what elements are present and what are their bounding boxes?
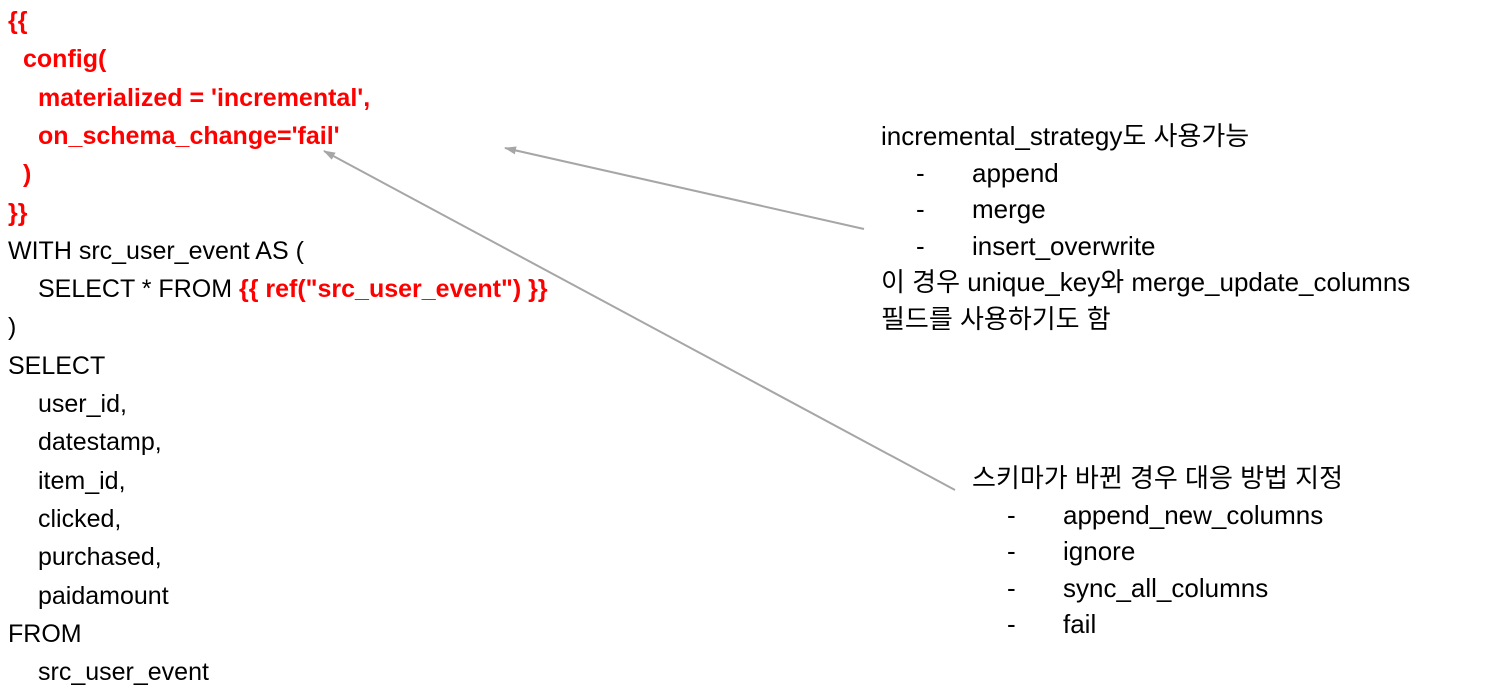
list-dash: - [1007, 536, 1016, 566]
schema-option-append-new-columns: append_new_columns [1063, 499, 1324, 530]
list-dash: - [916, 194, 925, 224]
code-highlight-segment: config( [23, 45, 107, 74]
incremental-option-append: append [972, 157, 1059, 188]
code-segment: item_id, [38, 466, 126, 495]
list-dash: - [916, 157, 925, 188]
code-segment: WITH src_user_event AS ( [8, 236, 304, 265]
code-line: on_schema_change='fail' [38, 117, 340, 155]
schema-option-fail: fail [1063, 609, 1097, 639]
code-line: materialized = 'incremental', [38, 79, 370, 117]
code-segment: SELECT * FROM [38, 275, 239, 304]
incremental-option-item: - insert_overwrite [881, 228, 1410, 265]
code-highlight-segment: {{ [8, 7, 28, 35]
code-segment: FROM [8, 619, 82, 648]
code-line: purchased, [38, 538, 162, 576]
code-line: clicked, [38, 500, 121, 538]
schema-option-item: - fail [972, 606, 1343, 643]
code-line: src_user_event [38, 653, 209, 691]
schema-note-title: 스키마가 바뀐 경우 대응 방법 지정 [972, 463, 1343, 493]
schema-option-item: - append_new_columns [972, 497, 1343, 534]
code-line: WITH src_user_event AS ( [8, 232, 304, 270]
code-line: ) [23, 155, 31, 193]
incremental-option-item: - append [881, 155, 1410, 192]
list-dash: - [916, 230, 925, 261]
code-line: datestamp, [38, 423, 162, 461]
incremental-option-merge: merge [972, 194, 1046, 224]
code-line: SELECT [8, 347, 105, 385]
incremental-option-insert-overwrite: insert_overwrite [972, 230, 1156, 261]
code-segment: datestamp, [38, 428, 162, 457]
code-highlight-segment: {{ ref("src_user_event") }} [238, 275, 548, 304]
code-segment: SELECT [8, 351, 106, 380]
schema-option-ignore: ignore [1063, 536, 1136, 566]
code-line: user_id, [38, 385, 127, 423]
code-line: config( [23, 40, 106, 78]
list-dash: - [1007, 499, 1016, 530]
list-dash: - [1007, 609, 1016, 639]
schema-option-item: - ignore [972, 533, 1343, 570]
code-line: {{ [8, 2, 27, 40]
code-line: paidamount [38, 577, 169, 615]
code-highlight-segment: materialized = 'incremental', [38, 83, 371, 112]
code-line: ) [8, 308, 16, 346]
code-line: }} [8, 194, 27, 232]
code-line: item_id, [38, 462, 126, 500]
schema-option-sync-all-columns: sync_all_columns [1063, 572, 1269, 603]
incremental-note-footer-line-1: 이 경우 unique_key와 merge_update_columns [881, 267, 1411, 297]
code-highlight-segment: }} [8, 198, 28, 227]
code-line: SELECT * FROM {{ ref("src_user_event") }… [38, 270, 548, 308]
arrow-incremental-to-materialized [504, 146, 865, 230]
incremental-note-footer-line-2: 필드를 사용하기도 함 [881, 303, 1111, 334]
incremental-note-title: incremental_strategy도 사용가능 [881, 121, 1250, 151]
incremental-strategy-note: incremental_strategy도 사용가능 - append - me… [881, 118, 1410, 337]
schema-change-note: 스키마가 바뀐 경우 대응 방법 지정 - append_new_columns… [972, 460, 1343, 643]
code-segment: src_user_event [38, 658, 209, 687]
code-highlight-segment: ) [23, 160, 32, 189]
code-segment: paidamount [38, 581, 169, 610]
schema-option-item: - sync_all_columns [972, 570, 1343, 607]
code-segment: user_id, [38, 390, 127, 418]
list-dash: - [1007, 572, 1016, 603]
code-segment: ) [8, 313, 17, 342]
code-segment: purchased, [38, 543, 162, 572]
code-line: FROM [8, 615, 82, 653]
arrow-schema-to-on-schema-change [323, 150, 956, 491]
code-highlight-segment: on_schema_change='fail' [38, 121, 340, 150]
incremental-option-item: - merge [881, 191, 1410, 228]
code-segment: clicked, [38, 504, 122, 533]
